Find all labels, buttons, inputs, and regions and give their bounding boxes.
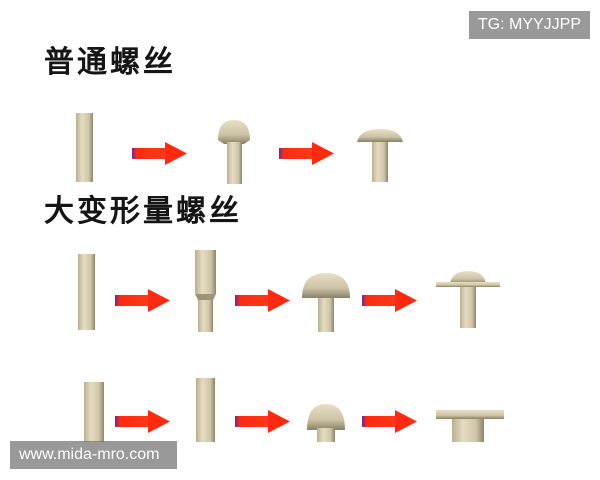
row3-thickened-rod: [196, 378, 215, 442]
right-arrow-icon: [235, 289, 290, 312]
right-arrow-icon: [115, 410, 170, 433]
heading-large-deformation-screw: 大变形量螺丝: [44, 194, 242, 229]
row1-preformed-head: [218, 120, 250, 184]
right-arrow-icon: [132, 142, 187, 165]
row2-stepped-rod: [195, 250, 216, 332]
website-watermark: www.mida-mro.com: [10, 441, 178, 469]
telegram-watermark: TG: MYYJJPP: [468, 11, 590, 39]
row2-mushroom-head: [302, 273, 350, 332]
right-arrow-icon: [362, 410, 417, 433]
row2-blank-rod: [78, 254, 95, 330]
right-arrow-icon: [115, 289, 170, 312]
right-arrow-icon: [235, 410, 290, 433]
row2-finished-screw: [436, 271, 500, 328]
row3-blank-rod: [84, 382, 104, 442]
row1-finished-screw: [357, 129, 403, 182]
heading-regular-screw: 普通螺丝: [44, 45, 176, 80]
right-arrow-icon: [279, 142, 334, 165]
right-arrow-icon: [362, 289, 417, 312]
row3-round-head: [307, 404, 345, 442]
row1-blank-rod: [76, 113, 93, 182]
row3-flat-head: [436, 410, 504, 442]
